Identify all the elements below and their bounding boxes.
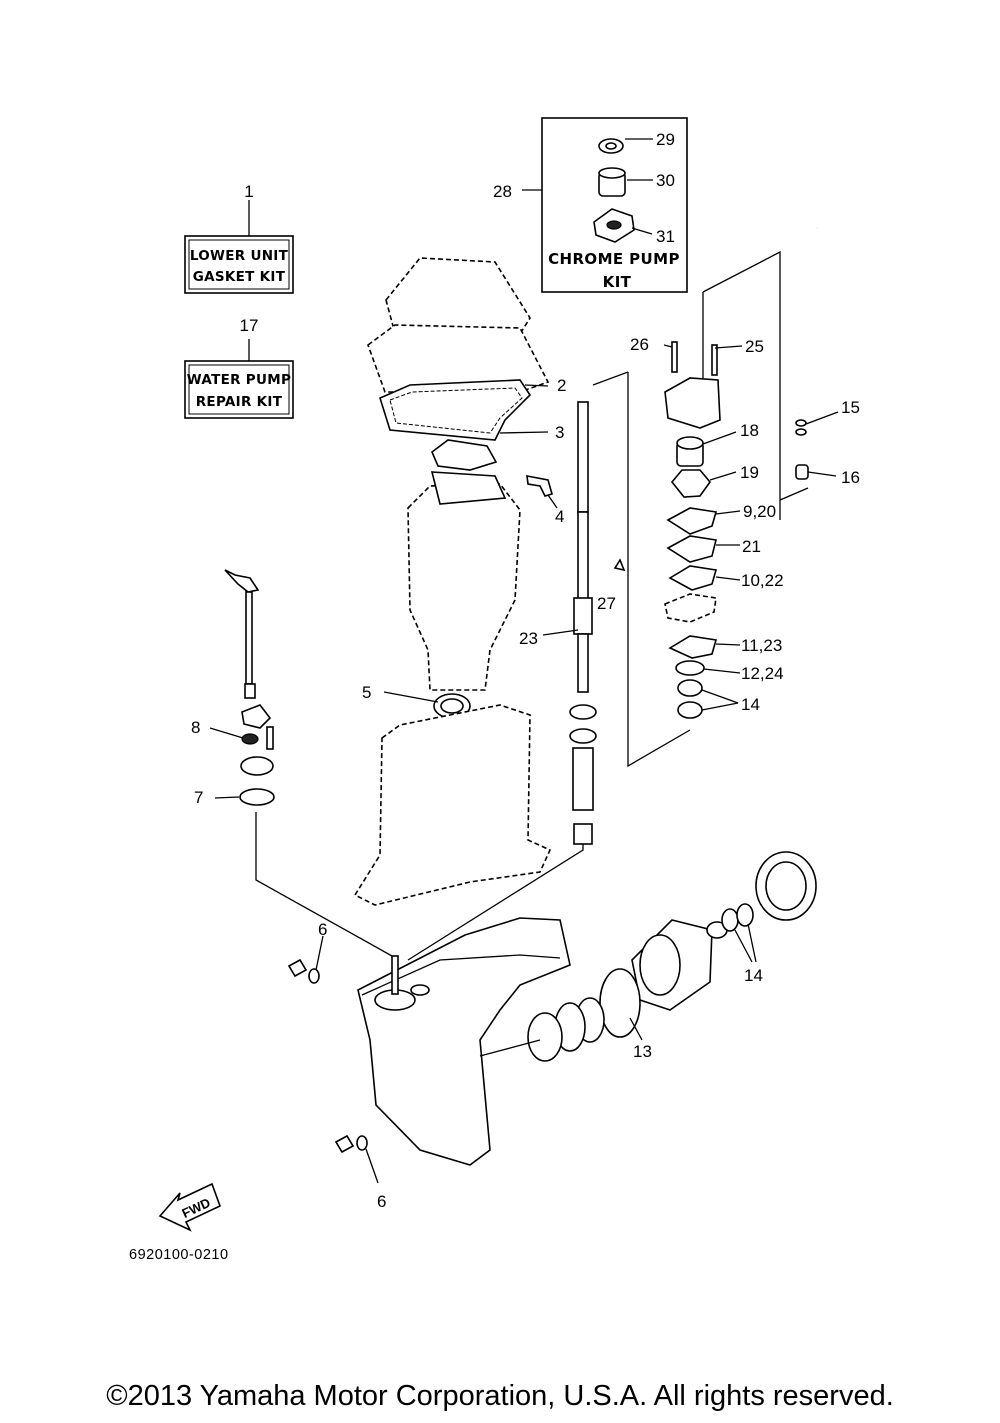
- callout-19: 19: [740, 463, 759, 482]
- drive-shaft[interactable]: [573, 401, 626, 693]
- callout-10-22: 10,22: [741, 571, 784, 590]
- callout-4: 4: [555, 507, 564, 526]
- callout-30: 30: [656, 171, 675, 190]
- copyright-notice: ©2013 Yamaha Motor Corporation, U.S.A. A…: [106, 1380, 894, 1412]
- prop-shaft-gears[interactable]: [479, 997, 605, 1062]
- chrome-pump-kit-box[interactable]: CHROME PUMP KIT: [541, 117, 688, 293]
- callout-labels: 1 2 3 4 5 6 6 7 8 9,20 10,22 11,23 12,24…: [191, 130, 860, 1211]
- drawing-number: 6920100-0210: [129, 1247, 229, 1263]
- callout-31: 31: [656, 227, 675, 246]
- chrome-kit-label-line1: CHROME PUMP: [548, 250, 680, 268]
- o-ring-7[interactable]: [239, 788, 275, 806]
- callout-11-23: 11,23: [741, 636, 782, 655]
- shaft-bearings[interactable]: [569, 704, 597, 845]
- callout-18: 18: [740, 421, 759, 440]
- upper-casing: [407, 483, 521, 691]
- callout-14-lower: 14: [744, 966, 763, 985]
- callout-27: 27: [597, 594, 616, 613]
- chrome-kit-label-line2: KIT: [603, 273, 632, 291]
- callout-21: 21: [742, 537, 761, 556]
- callout-1: 1: [244, 182, 253, 201]
- water-pump-repair-kit-box[interactable]: WATER PUMP REPAIR KIT: [184, 360, 294, 419]
- callout-12-24: 12,24: [741, 664, 784, 683]
- callout-15: 15: [841, 398, 860, 417]
- clip-part[interactable]: [526, 475, 553, 497]
- callout-6-lower: 6: [377, 1192, 386, 1211]
- callout-26: 26: [630, 335, 649, 354]
- callout-16: 16: [841, 468, 860, 487]
- gasket-kit-label-line2: GASKET KIT: [193, 269, 286, 285]
- callout-8: 8: [191, 718, 200, 737]
- lower-casing: [353, 704, 552, 906]
- callout-14-upper: 14: [741, 695, 760, 714]
- gasket-kit-label-line1: LOWER UNIT: [190, 248, 289, 264]
- pump-kit-label-line2: REPAIR KIT: [196, 394, 283, 410]
- callout-28: 28: [493, 182, 512, 201]
- callout-5: 5: [362, 683, 371, 702]
- callout-6-upper: 6: [318, 920, 327, 939]
- callout-2: 2: [557, 376, 566, 395]
- gasket-stack[interactable]: [367, 257, 550, 471]
- water-pump-stack[interactable]: [664, 341, 721, 719]
- shift-rod-assembly[interactable]: [224, 569, 274, 776]
- callout-3: 3: [555, 423, 564, 442]
- o-ring-13[interactable]: [599, 968, 641, 1038]
- callout-9-20: 9,20: [743, 502, 776, 521]
- callout-23: 23: [519, 629, 538, 648]
- lower-unit-gasket-kit-box[interactable]: LOWER UNIT GASKET KIT: [184, 235, 294, 294]
- callout-7: 7: [194, 788, 203, 807]
- callout-17: 17: [240, 316, 259, 335]
- callout-29: 29: [656, 130, 675, 149]
- drain-screw-lower[interactable]: [334, 1134, 368, 1154]
- fwd-arrow: FWD: [158, 1182, 222, 1232]
- gearcase-housing: [357, 917, 571, 1166]
- water-tube[interactable]: [795, 226, 827, 480]
- prop-shaft-bearing-housing[interactable]: [631, 851, 817, 1011]
- pump-kit-label-line1: WATER PUMP: [187, 372, 291, 388]
- drain-screw-upper[interactable]: [287, 958, 320, 984]
- callout-25: 25: [745, 337, 764, 356]
- callout-13: 13: [633, 1042, 652, 1061]
